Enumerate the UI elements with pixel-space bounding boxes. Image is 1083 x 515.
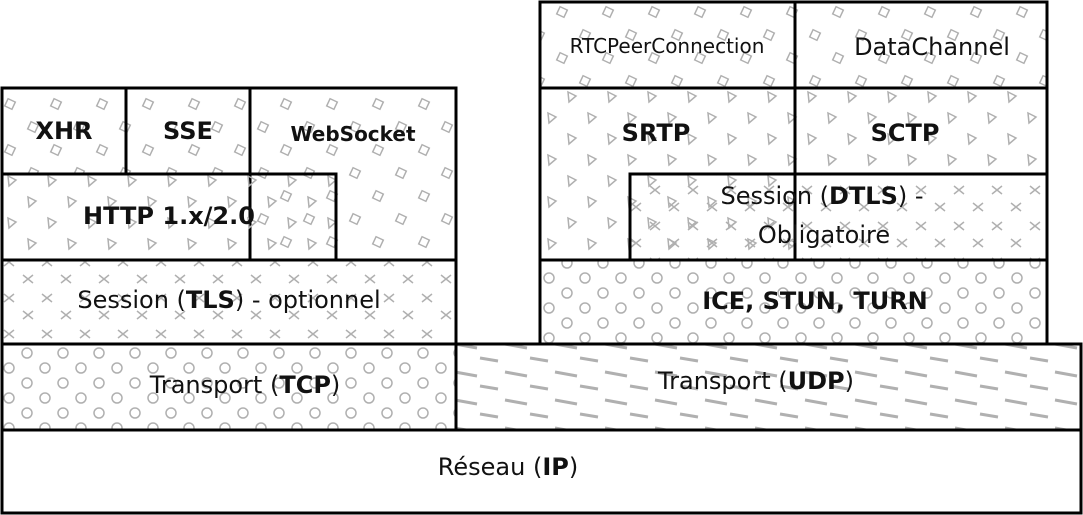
- box-dtls-fill: [630, 174, 1047, 260]
- box-tcp-label: Transport (TCP): [149, 371, 341, 399]
- box-datachannel-label: DataChannel: [854, 33, 1010, 61]
- box-http-fill: [2, 174, 336, 260]
- box-tcp-label-bold: TCP: [279, 371, 331, 399]
- box-tcp-label-post: ): [331, 371, 340, 399]
- box-dtls-label-line1-post: ) -: [898, 182, 924, 210]
- box-rtcpeerconnection-fill: [540, 2, 795, 88]
- box-tcp: Transport (TCP): [0, 342, 458, 432]
- box-sse-fill: [126, 88, 250, 174]
- box-udp: Transport (UDP): [454, 342, 1083, 432]
- box-dtls-label-line1-pre: Session (: [720, 182, 829, 210]
- box-dtls: Session (DTLS) - Obligatoire: [628, 172, 1049, 262]
- box-sse: SSE: [124, 86, 252, 176]
- box-datachannel-fill: [795, 2, 1047, 88]
- box-sctp-fill: [795, 88, 1047, 174]
- box-rtcpeerconnection: RTCPeerConnection: [538, 0, 797, 90]
- box-dtls-label-line1-bold: DTLS: [829, 182, 898, 210]
- box-tcp-fill: [2, 344, 456, 430]
- box-tls-label: Session (TLS) - optionnel: [77, 286, 380, 314]
- box-tls-label-post: ) - optionnel: [235, 286, 381, 314]
- box-http: HTTP 1.x/2.0: [0, 172, 338, 262]
- box-ip-label: Réseau (IP): [438, 453, 578, 481]
- box-tls-fill: [2, 260, 456, 344]
- box-sse-label: SSE: [163, 117, 213, 145]
- box-ip: Réseau (IP): [0, 428, 1083, 515]
- box-datachannel: DataChannel: [793, 0, 1049, 90]
- box-ip-label-post: ): [569, 453, 578, 481]
- box-tls-label-bold: TLS: [186, 286, 235, 314]
- box-udp-label-bold: UDP: [788, 367, 845, 395]
- box-dtls-label-line2: Obligatoire: [758, 221, 890, 249]
- box-udp-label-post: ): [845, 367, 854, 395]
- box-ip-label-pre: Réseau (: [438, 453, 543, 481]
- box-udp-label-pre: Transport (: [657, 367, 788, 395]
- box-tls-label-pre: Session (: [77, 286, 186, 314]
- box-udp-label: Transport (UDP): [657, 367, 854, 395]
- box-http-label: HTTP 1.x/2.0: [83, 202, 255, 230]
- box-xhr: XHR: [0, 86, 128, 176]
- box-xhr-fill: [2, 88, 126, 174]
- box-tcp-label-pre: Transport (: [149, 371, 280, 399]
- box-ice: ICE, STUN, TURN: [538, 258, 1049, 346]
- box-websocket-label: WebSocket: [290, 122, 416, 146]
- box-ip-label-bold: IP: [542, 453, 569, 481]
- box-ice-label: ICE, STUN, TURN: [702, 287, 928, 315]
- box-udp-fill: [456, 344, 1081, 430]
- box-ice-fill: [540, 260, 1047, 344]
- box-ip-fill: [2, 430, 1081, 513]
- box-tls: Session (TLS) - optionnel: [0, 258, 458, 346]
- box-sctp-label: SCTP: [871, 119, 940, 147]
- box-dtls-label-line1: Session (DTLS) -: [720, 182, 923, 210]
- box-sctp: SCTP: [793, 86, 1049, 176]
- box-srtp-label: SRTP: [622, 119, 691, 147]
- box-xhr-label: XHR: [35, 117, 92, 145]
- box-rtcpeerconnection-label: RTCPeerConnection: [570, 34, 765, 58]
